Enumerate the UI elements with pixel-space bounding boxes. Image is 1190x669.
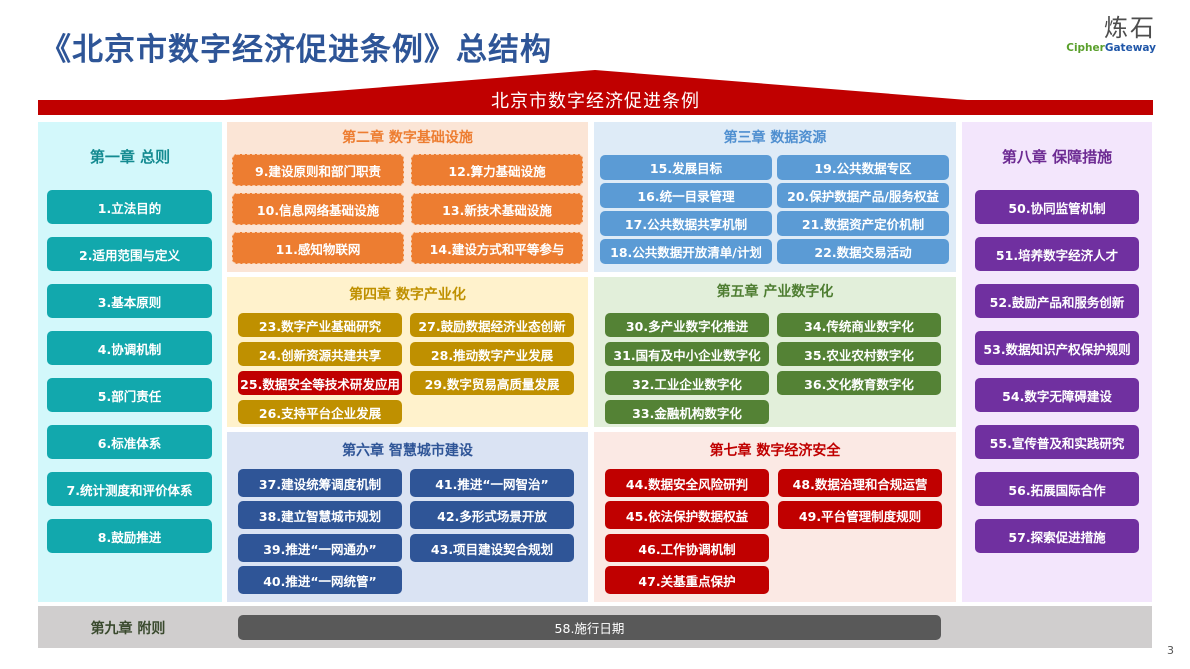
article-30[interactable]: 30.多产业数字化推进 <box>605 313 769 337</box>
article-38[interactable]: 38.建立智慧城市规划 <box>238 501 402 529</box>
chapter-7-panel: 第七章 数字经济安全 44.数据安全风险研判 45.依法保护数据权益 46.工作… <box>594 432 956 602</box>
page-number: 3 <box>1167 644 1174 657</box>
chapter-9-panel: 第九章 附则 58.施行日期 <box>38 606 1152 648</box>
banner-label: 北京市数字经济促进条例 <box>491 91 700 112</box>
article-3[interactable]: 3.基本原则 <box>47 284 212 318</box>
chapter-9-title: 第九章 附则 <box>90 621 166 637</box>
article-17[interactable]: 17.公共数据共享机制 <box>600 211 772 236</box>
chapter-2-panel: 第二章 数字基础设施 9.建设原则和部门职责 10.信息网络基础设施 11.感知… <box>227 122 588 272</box>
article-9[interactable]: 9.建设原则和部门职责 <box>232 154 404 186</box>
article-41[interactable]: 41.推进“一网智治” <box>410 469 574 497</box>
article-6[interactable]: 6.标准体系 <box>47 425 212 459</box>
article-42[interactable]: 42.多形式场景开放 <box>410 501 574 529</box>
chapter-1-panel: 第一章 总则 1.立法目的 2.适用范围与定义 3.基本原则 4.协调机制 5.… <box>38 122 222 602</box>
logo-cn: 炼石 <box>1104 14 1156 42</box>
chapter-4-title: 第四章 数字产业化 <box>349 287 466 303</box>
article-20[interactable]: 20.保护数据产品/服务权益 <box>777 183 949 208</box>
article-40[interactable]: 40.推进“一网统管” <box>238 566 402 594</box>
banner-roof-shape <box>38 70 1153 115</box>
article-13[interactable]: 13.新技术基础设施 <box>411 193 583 225</box>
chapter-8-panel: 第八章 保障措施 50.协同监管机制 51.培养数字经济人才 52.鼓励产品和服… <box>962 122 1152 602</box>
article-18[interactable]: 18.公共数据开放清单/计划 <box>600 239 772 264</box>
article-28[interactable]: 28.推动数字产业发展 <box>410 342 574 366</box>
article-51[interactable]: 51.培养数字经济人才 <box>975 237 1139 271</box>
article-24[interactable]: 24.创新资源共建共享 <box>238 342 402 366</box>
article-57[interactable]: 57.探索促进措施 <box>975 519 1139 553</box>
article-11[interactable]: 11.感知物联网 <box>232 232 404 264</box>
article-1[interactable]: 1.立法目的 <box>47 190 212 224</box>
article-50[interactable]: 50.协同监管机制 <box>975 190 1139 224</box>
law-banner: 北京市数字经济促进条例 <box>38 70 1153 115</box>
chapter-2-title: 第二章 数字基础设施 <box>342 130 473 146</box>
article-21[interactable]: 21.数据资产定价机制 <box>777 211 949 236</box>
article-32[interactable]: 32.工业企业数字化 <box>605 371 769 395</box>
article-39[interactable]: 39.推进“一网通办” <box>238 534 402 562</box>
logo-en: CipherGateway <box>1066 42 1156 54</box>
article-27[interactable]: 27.鼓励数据经济业态创新 <box>410 313 574 337</box>
chapter-5-panel: 第五章 产业数字化 30.多产业数字化推进 31.国有及中小企业数字化 32.工… <box>594 277 956 427</box>
chapter-3-title: 第三章 数据资源 <box>723 130 827 146</box>
chapter-5-title: 第五章 产业数字化 <box>716 284 834 300</box>
article-55[interactable]: 55.宣传普及和实践研究 <box>975 425 1139 459</box>
article-4[interactable]: 4.协调机制 <box>47 331 212 365</box>
chapter-4-panel: 第四章 数字产业化 23.数字产业基础研究 24.创新资源共建共享 25.数据安… <box>227 277 588 427</box>
article-58[interactable]: 58.施行日期 <box>238 615 941 640</box>
logo-en-part2: Gateway <box>1104 42 1156 54</box>
article-31[interactable]: 31.国有及中小企业数字化 <box>605 342 769 366</box>
article-22[interactable]: 22.数据交易活动 <box>777 239 949 264</box>
chapter-1-title: 第一章 总则 <box>89 148 171 166</box>
article-29[interactable]: 29.数字贸易高质量发展 <box>410 371 574 395</box>
article-48[interactable]: 48.数据治理和合规运营 <box>778 469 942 497</box>
article-12[interactable]: 12.算力基础设施 <box>411 154 583 186</box>
article-15[interactable]: 15.发展目标 <box>600 155 772 180</box>
logo-en-part1: Cipher <box>1066 42 1105 54</box>
article-16[interactable]: 16.统一目录管理 <box>600 183 772 208</box>
article-34[interactable]: 34.传统商业数字化 <box>777 313 941 337</box>
article-8[interactable]: 8.鼓励推进 <box>47 519 212 553</box>
article-36[interactable]: 36.文化教育数字化 <box>777 371 941 395</box>
article-53[interactable]: 53.数据知识产权保护规则 <box>975 331 1139 365</box>
article-10[interactable]: 10.信息网络基础设施 <box>232 193 404 225</box>
article-56[interactable]: 56.拓展国际合作 <box>975 472 1139 506</box>
article-19[interactable]: 19.公共数据专区 <box>777 155 949 180</box>
article-7[interactable]: 7.统计测度和评价体系 <box>47 472 212 506</box>
article-25-highlighted[interactable]: 25.数据安全等技术研发应用 <box>238 371 402 395</box>
article-35[interactable]: 35.农业农村数字化 <box>777 342 941 366</box>
article-37[interactable]: 37.建设统筹调度机制 <box>238 469 402 497</box>
article-33[interactable]: 33.金融机构数字化 <box>605 400 769 424</box>
article-5[interactable]: 5.部门责任 <box>47 378 212 412</box>
article-14[interactable]: 14.建设方式和平等参与 <box>411 232 583 264</box>
article-2[interactable]: 2.适用范围与定义 <box>47 237 212 271</box>
article-26[interactable]: 26.支持平台企业发展 <box>238 400 402 424</box>
chapter-7-title: 第七章 数字经济安全 <box>709 443 841 459</box>
article-47[interactable]: 47.关基重点保护 <box>605 566 769 594</box>
article-43[interactable]: 43.项目建设契合规划 <box>410 534 574 562</box>
chapter-6-panel: 第六章 智慧城市建设 37.建设统筹调度机制 38.建立智慧城市规划 39.推进… <box>227 432 588 602</box>
logo: 炼石 CipherGateway <box>1066 14 1156 54</box>
chapter-8-title: 第八章 保障措施 <box>1001 148 1113 166</box>
page-title: 《北京市数字经济促进条例》总结构 <box>40 32 552 68</box>
article-54[interactable]: 54.数字无障碍建设 <box>975 378 1139 412</box>
article-52[interactable]: 52.鼓励产品和服务创新 <box>975 284 1139 318</box>
article-23[interactable]: 23.数字产业基础研究 <box>238 313 402 337</box>
article-44[interactable]: 44.数据安全风险研判 <box>605 469 769 497</box>
chapter-3-panel: 第三章 数据资源 15.发展目标 16.统一目录管理 17.公共数据共享机制 1… <box>594 122 956 272</box>
article-46[interactable]: 46.工作协调机制 <box>605 534 769 562</box>
article-49[interactable]: 49.平台管理制度规则 <box>778 501 942 529</box>
chapter-6-title: 第六章 智慧城市建设 <box>342 443 473 459</box>
article-45[interactable]: 45.依法保护数据权益 <box>605 501 769 529</box>
